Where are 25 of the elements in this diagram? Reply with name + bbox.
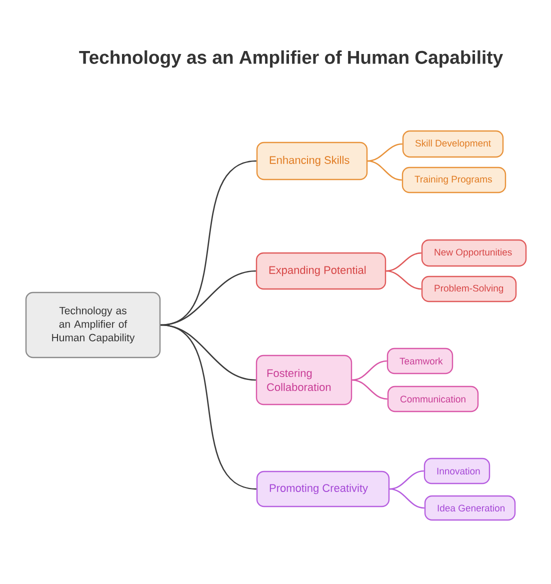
connector	[352, 360, 387, 381]
title: Technology as an Amplifier of Human Capability	[79, 50, 503, 68]
topic-box: Teamwork	[386, 348, 454, 374]
topic-box: Promoting Creativity	[256, 470, 390, 508]
connector	[368, 160, 402, 181]
topic-box: Expanding Potential	[256, 252, 386, 290]
topic-box: Innovation	[424, 458, 490, 484]
topic-box: Skill Development	[402, 130, 504, 158]
connector	[160, 324, 257, 490]
topic-box: Communication	[387, 386, 479, 412]
connector	[386, 252, 422, 272]
connector	[160, 324, 256, 381]
topic-box: Training Programs	[402, 166, 506, 194]
connector	[386, 270, 422, 290]
connector	[390, 488, 424, 509]
topic-box: Problem-Solving	[421, 276, 517, 302]
connector	[160, 270, 256, 326]
connector	[352, 379, 388, 400]
topic-box: Fostering Collaboration	[256, 354, 352, 406]
topic-box: Enhancing Skills	[256, 142, 368, 180]
topic-box: Idea Generation	[424, 495, 516, 521]
connector	[368, 143, 402, 162]
connector	[390, 470, 424, 490]
topic-box: Technology as an Amplifier of Human Capability	[25, 292, 161, 358]
topic-box: New Opportunities	[421, 239, 527, 267]
